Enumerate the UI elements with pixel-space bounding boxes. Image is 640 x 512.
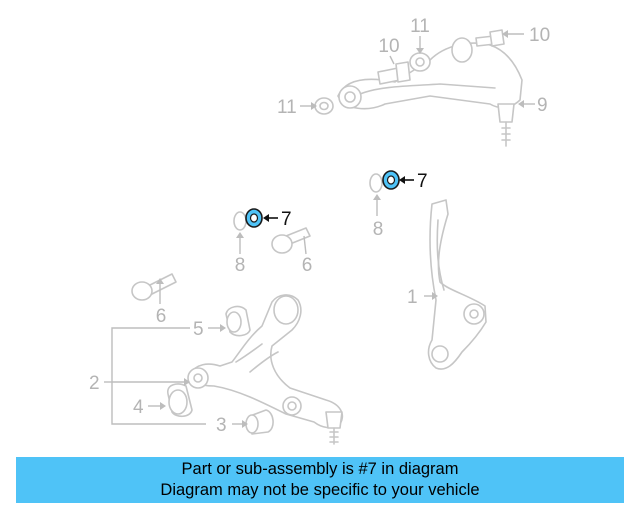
cam-washer-left: [233, 211, 247, 231]
callout-10-right: 10: [529, 25, 550, 46]
callout-5: 5: [193, 319, 204, 340]
cam-bolt-lower: [131, 273, 177, 301]
rear-bushing-5: [225, 305, 251, 337]
upper-arm-nut-top: [409, 52, 431, 72]
cam-nut-left-highlighted: [245, 208, 263, 228]
callout-11-left: 11: [277, 97, 297, 118]
bushing-3: [245, 409, 274, 435]
callout-8-left: 8: [235, 255, 246, 276]
cam-nut-right-highlighted: [382, 170, 400, 190]
callout-11-top: 11: [410, 16, 430, 37]
callout-8-right: 8: [373, 219, 384, 240]
cam-washer-right: [369, 173, 383, 193]
callout-4: 4: [133, 397, 144, 418]
callout-1: 1: [407, 287, 418, 308]
callout-7-right: 7: [417, 171, 428, 192]
upper-arm-nut-left: [314, 97, 334, 115]
steering-knuckle: [427, 199, 487, 370]
callout-2: 2: [89, 373, 100, 394]
info-banner: Part or sub-assembly is #7 in diagram Di…: [16, 457, 624, 503]
callout-6-lower: 6: [156, 306, 167, 327]
upper-arm-bolt-right: [475, 29, 505, 47]
front-bushing-4: [167, 383, 193, 418]
upper-arm-bolt-left: [377, 61, 411, 85]
callout-6-upper: 6: [302, 255, 313, 276]
banner-line-part: Part or sub-assembly is #7 in diagram: [181, 460, 459, 478]
callout-9: 9: [537, 95, 548, 116]
callout-7-left: 7: [281, 209, 292, 230]
callout-10-left: 10: [378, 36, 399, 57]
lower-control-arm: [187, 294, 344, 445]
cam-bolt-upper: [271, 227, 311, 254]
upper-control-arm: [337, 37, 523, 147]
banner-line-disclaimer: Diagram may not be specific to your vehi…: [160, 481, 480, 499]
callout-3: 3: [216, 415, 227, 436]
